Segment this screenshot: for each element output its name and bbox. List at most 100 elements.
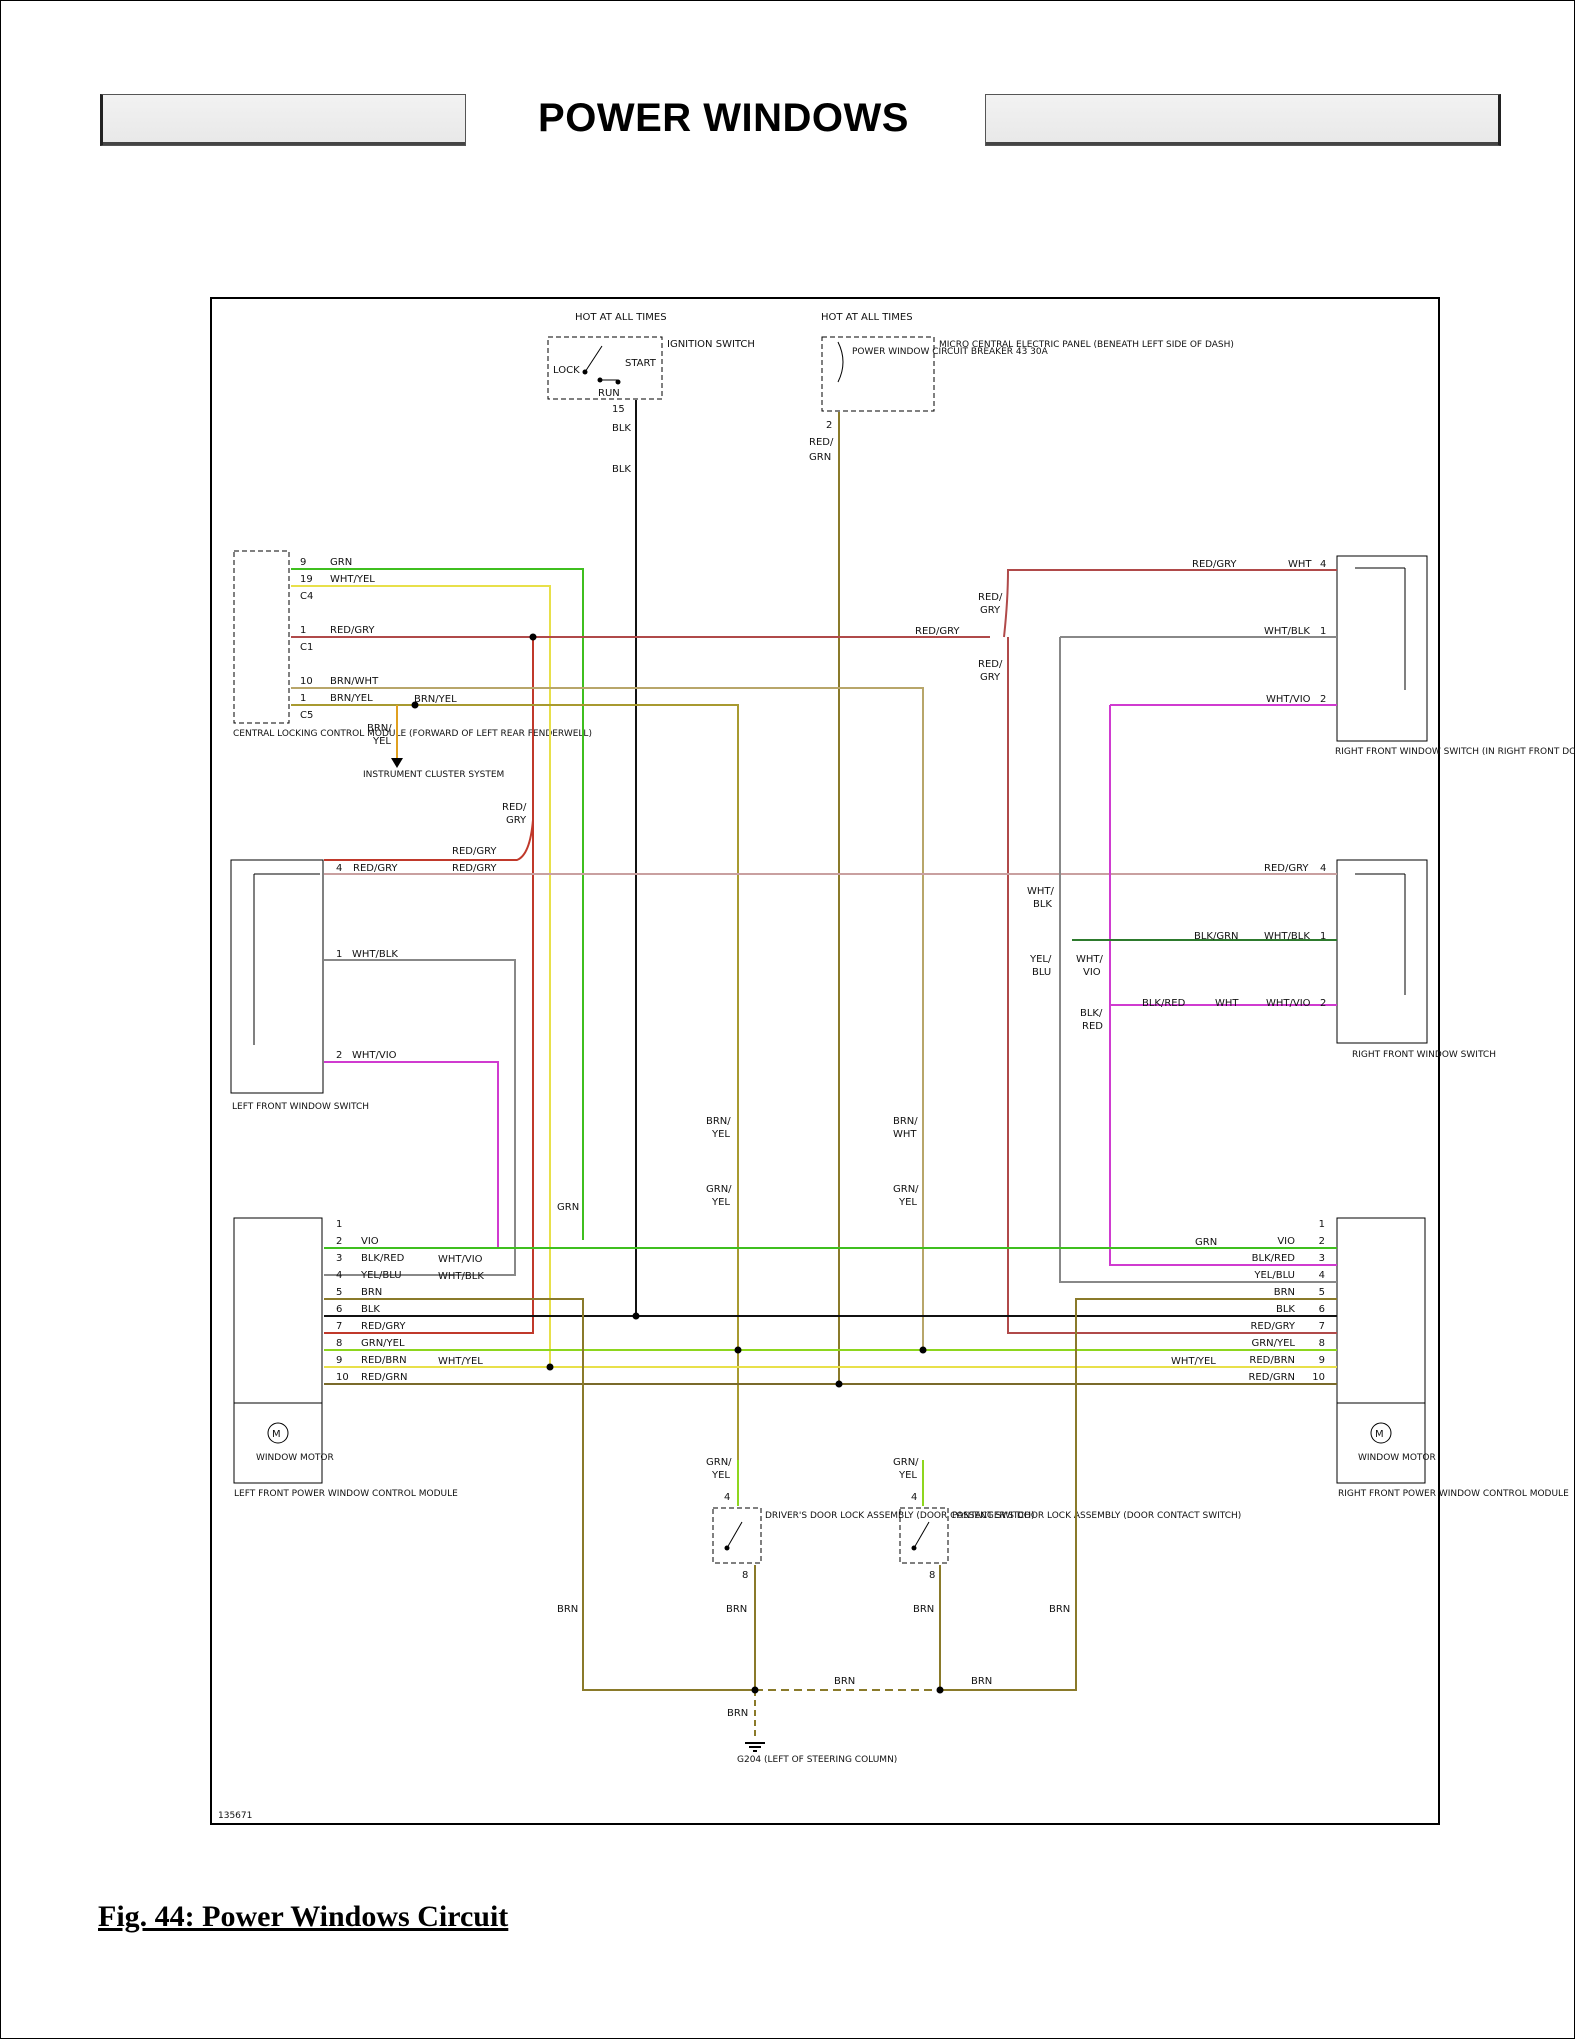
wire-label: BRN/	[706, 1116, 731, 1127]
wire-label: YEL	[898, 1197, 917, 1208]
lf-module-pin-wire: YEL/BLU	[360, 1270, 402, 1281]
ignition-start-label: START	[625, 358, 657, 369]
diagram-frame	[210, 297, 1440, 1825]
lf-module-pin-number: 4	[336, 1270, 342, 1281]
rf-window-switch: RIGHT FRONT WINDOW SWITCH	[1336, 859, 1496, 1060]
ignition-switch-label: IGNITION SWITCH	[667, 339, 755, 350]
wire-label: RED/	[978, 659, 1003, 670]
wire-label: YEL	[711, 1197, 730, 1208]
pin-label: 4	[911, 1492, 917, 1503]
instrument-arrow: INSTRUMENT CLUSTER SYSTEM	[363, 705, 504, 780]
clm-pin-wire: RED/GRY	[330, 625, 375, 636]
lf-control-module: M WINDOW MOTOR LEFT FRONT POWER WINDOW C…	[233, 1217, 458, 1499]
rf-module-pin-number: 5	[1319, 1287, 1325, 1298]
wire-label: RED/GRY	[452, 846, 497, 857]
wire-label: WHT/BLK	[352, 949, 398, 960]
wire-label: WHT	[1288, 559, 1312, 570]
rf-module-pin-wire: RED/GRN	[1248, 1372, 1295, 1383]
wire-label: WHT/VIO	[352, 1050, 397, 1061]
lf-module-pin-number: 6	[336, 1304, 342, 1315]
wire-label: BRN	[834, 1676, 855, 1687]
wire-label: BLK/GRN	[1194, 931, 1239, 942]
rf-module-pin-number: 10	[1312, 1372, 1325, 1383]
clm-pin-number: 9	[300, 557, 306, 568]
pin-label: 1	[336, 949, 342, 960]
wire-label: YEL/	[1029, 954, 1052, 965]
clm-pin-number: 1	[300, 625, 306, 636]
wire-label: BRN	[1049, 1604, 1070, 1615]
wire-label: GRN/	[893, 1184, 919, 1195]
rf-module-pin-wire: RED/GRY	[1250, 1321, 1295, 1332]
wire-labels: BLK BLK RED/ GRN RED/GRY WHT RED/ GRY RE…	[336, 423, 1326, 1719]
wire-label: BRN/YEL	[414, 694, 457, 705]
wire-label: WHT/YEL	[438, 1356, 483, 1367]
pin-label: 4	[336, 863, 342, 874]
rf-module-pin-wire: GRN/YEL	[1251, 1338, 1295, 1349]
wire-label: YEL	[711, 1470, 730, 1481]
lf-module-pin-number: 3	[336, 1253, 342, 1264]
rf-module-pin-number: 6	[1319, 1304, 1325, 1315]
wire-label: GRN	[809, 452, 831, 463]
wire-label: VIO	[1083, 967, 1101, 978]
wire-label: WHT/	[1027, 886, 1055, 897]
drivers-door-lock: DRIVER'S DOOR LOCK ASSEMBLY (DOOR CONTAC…	[712, 1507, 1034, 1564]
wire-label: BRN/	[367, 723, 392, 734]
rf-module-pin-wire: RED/BRN	[1249, 1355, 1295, 1366]
lf-module-pin-number: 5	[336, 1287, 342, 1298]
wire-label: WHT/VIO	[1266, 694, 1311, 705]
wire-label: RED/	[502, 802, 527, 813]
rf-module-pin-number: 1	[1319, 1219, 1325, 1230]
wire-label: BRN	[971, 1676, 992, 1687]
wire-label: WHT/VIO	[1266, 998, 1311, 1009]
lf-module-pin-number: 7	[336, 1321, 342, 1332]
clm-pin-wire: BRN/WHT	[330, 676, 379, 687]
rf-motor-symbol: M	[1375, 1429, 1384, 1440]
wire-label: GRY	[506, 815, 527, 826]
clm-pin-number: 19	[300, 574, 313, 585]
lf-module-pin-number: 8	[336, 1338, 342, 1349]
clm-pin-number: 1	[300, 693, 306, 704]
clm-pin-wire: WHT/YEL	[330, 574, 375, 585]
wire-label: WHT/VIO	[438, 1254, 483, 1265]
wire-label: BLK/RED	[1142, 998, 1186, 1009]
wire-label: GRN/	[706, 1457, 732, 1468]
clm-pin-wire: BRN/YEL	[330, 693, 373, 704]
pin-label: 8	[742, 1570, 748, 1581]
wires	[291, 400, 1337, 1740]
lf-module-pin-number: 2	[336, 1236, 342, 1247]
title-banner-left	[100, 94, 466, 146]
rf-module-pin-number: 8	[1319, 1338, 1325, 1349]
rf-switch-door-label: RIGHT FRONT WINDOW SWITCH (IN RIGHT FRON…	[1335, 747, 1575, 757]
pass-lock-label: PASSENGER'S DOOR LOCK ASSEMBLY (DOOR CON…	[952, 1511, 1241, 1521]
clm-pin-number: C4	[300, 591, 313, 602]
rf-module-label: RIGHT FRONT POWER WINDOW CONTROL MODULE	[1338, 1489, 1569, 1499]
wire-label: YEL	[372, 736, 391, 747]
wire-label: WHT/BLK	[438, 1271, 484, 1282]
wire-label: RED/GRY	[915, 626, 960, 637]
rf-control-module: M WINDOW MOTOR RIGHT FRONT POWER WINDOW …	[1336, 1217, 1569, 1499]
breaker-pin: 2	[826, 420, 832, 431]
wire-label: GRN	[557, 1202, 579, 1213]
wire-label: RED/GRY	[353, 863, 398, 874]
circuit-breaker: HOT AT ALL TIMES POWER WINDOW CIRCUIT BR…	[821, 312, 1234, 431]
ignition-run-label: RUN	[598, 388, 620, 399]
wire-label: WHT/YEL	[1171, 1356, 1216, 1367]
rf-module-pin-number: 7	[1319, 1321, 1325, 1332]
wire-label: BLK	[1033, 899, 1052, 910]
rf-module-pin-number: 9	[1319, 1355, 1325, 1366]
wire-label: RED	[1082, 1021, 1103, 1032]
clm-pin-number: 10	[300, 676, 313, 687]
wire-label: BLK	[612, 423, 631, 434]
wire-label: YEL	[711, 1129, 730, 1140]
lf-module-pin-wire: GRN/YEL	[361, 1338, 405, 1349]
ignition-lock-label: LOCK	[553, 365, 580, 376]
pin-label: 4	[1320, 559, 1326, 570]
lf-window-switch: LEFT FRONT WINDOW SWITCH	[230, 859, 369, 1112]
rf-module-pin-wire: BLK	[1276, 1304, 1295, 1315]
wire-label: RED/GRY	[452, 863, 497, 874]
breaker-hot-label: HOT AT ALL TIMES	[821, 312, 913, 323]
lf-module-pin-wire: RED/BRN	[361, 1355, 407, 1366]
wire-label: WHT	[1215, 998, 1239, 1009]
clm-label: CENTRAL LOCKING CONTROL MODULE (FORWARD …	[233, 729, 592, 739]
